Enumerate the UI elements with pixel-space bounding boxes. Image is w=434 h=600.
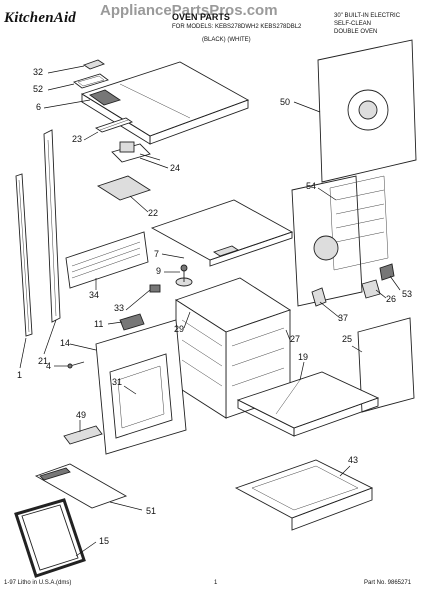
part-7-shelf [150,199,294,267]
part-9-knob [175,264,193,287]
part-6-top-panel [80,61,250,145]
part-22-plate [96,175,152,201]
part-54-rear-frame [291,175,389,307]
part-49-handle [63,425,103,445]
leader-lines [19,65,401,557]
part-26-bracket [361,279,381,299]
label-32: 32 [33,67,44,77]
part-4-screw [67,361,85,369]
part-52-shape [73,73,109,89]
label-31: 31 [112,377,123,387]
label-54: 54 [306,181,317,191]
label-7: 7 [154,249,160,259]
label-26: 26 [386,294,397,304]
product-description: 30" BUILT-IN ELECTRIC SELF-CLEAN DOUBLE … [334,12,400,36]
label-49: 49 [76,410,87,420]
description-line: DOUBLE OVEN [334,29,378,35]
part-21-vertical-strip [43,129,61,323]
label-15: 15 [99,536,110,546]
label-1: 1 [17,370,23,380]
part-1-trim [15,173,33,337]
part-51-door-trim [34,463,128,509]
part-25-side-panel [357,317,415,413]
part-24-latch [111,141,161,163]
label-23: 23 [72,134,83,144]
part-37-clip [311,287,327,307]
label-33: 33 [114,303,125,313]
label-9: 9 [156,266,162,276]
part-53-block [379,263,395,281]
label-22: 22 [148,208,159,218]
part-15-gasket [14,498,86,578]
diagram-title: OVEN PARTS [172,12,230,22]
color-list: (BLACK) (WHITE) [202,37,251,43]
description-line: 30" BUILT-IN ELECTRIC [334,13,401,19]
part-33-shape [149,284,161,293]
label-25: 25 [342,334,353,344]
part-43-bottom-tray [234,459,374,531]
watermark: AppliancePartsPros.com [100,2,278,19]
part-11-switch [119,313,145,331]
label-34: 34 [89,290,100,300]
brand-logo: KitchenAid [4,10,77,26]
part-50-back-panel [317,39,417,183]
label-29: 29 [174,324,185,334]
label-19: 19 [298,352,309,362]
part-32-shape [83,59,105,70]
label-43: 43 [348,455,359,465]
part-23-bracket [94,117,134,133]
label-50: 50 [280,97,291,107]
label-51: 51 [146,506,157,516]
label-37: 37 [338,313,349,323]
label-21: 21 [38,356,49,366]
label-53: 53 [402,289,413,299]
part-34-control-panel [65,231,149,289]
label-4: 4 [46,361,52,371]
part-31-door-panel [95,319,187,455]
label-11: 11 [94,319,104,329]
label-24: 24 [170,163,181,173]
footer-page-number: 1 [214,580,218,586]
label-27: 27 [290,334,301,344]
description-line: SELF-CLEAN [334,21,372,27]
label-14: 14 [60,338,71,348]
model-list: FOR MODELS: KEBS278DWH2 KEBS278DBL2 [172,24,302,30]
part-19-tray [236,371,380,437]
footer-part-number: Part No. 9865271 [364,580,412,586]
footer-litho: 1-97 Litho in U.S.A.(dms) [4,580,72,586]
label-52: 52 [33,84,44,94]
label-6: 6 [36,102,42,112]
